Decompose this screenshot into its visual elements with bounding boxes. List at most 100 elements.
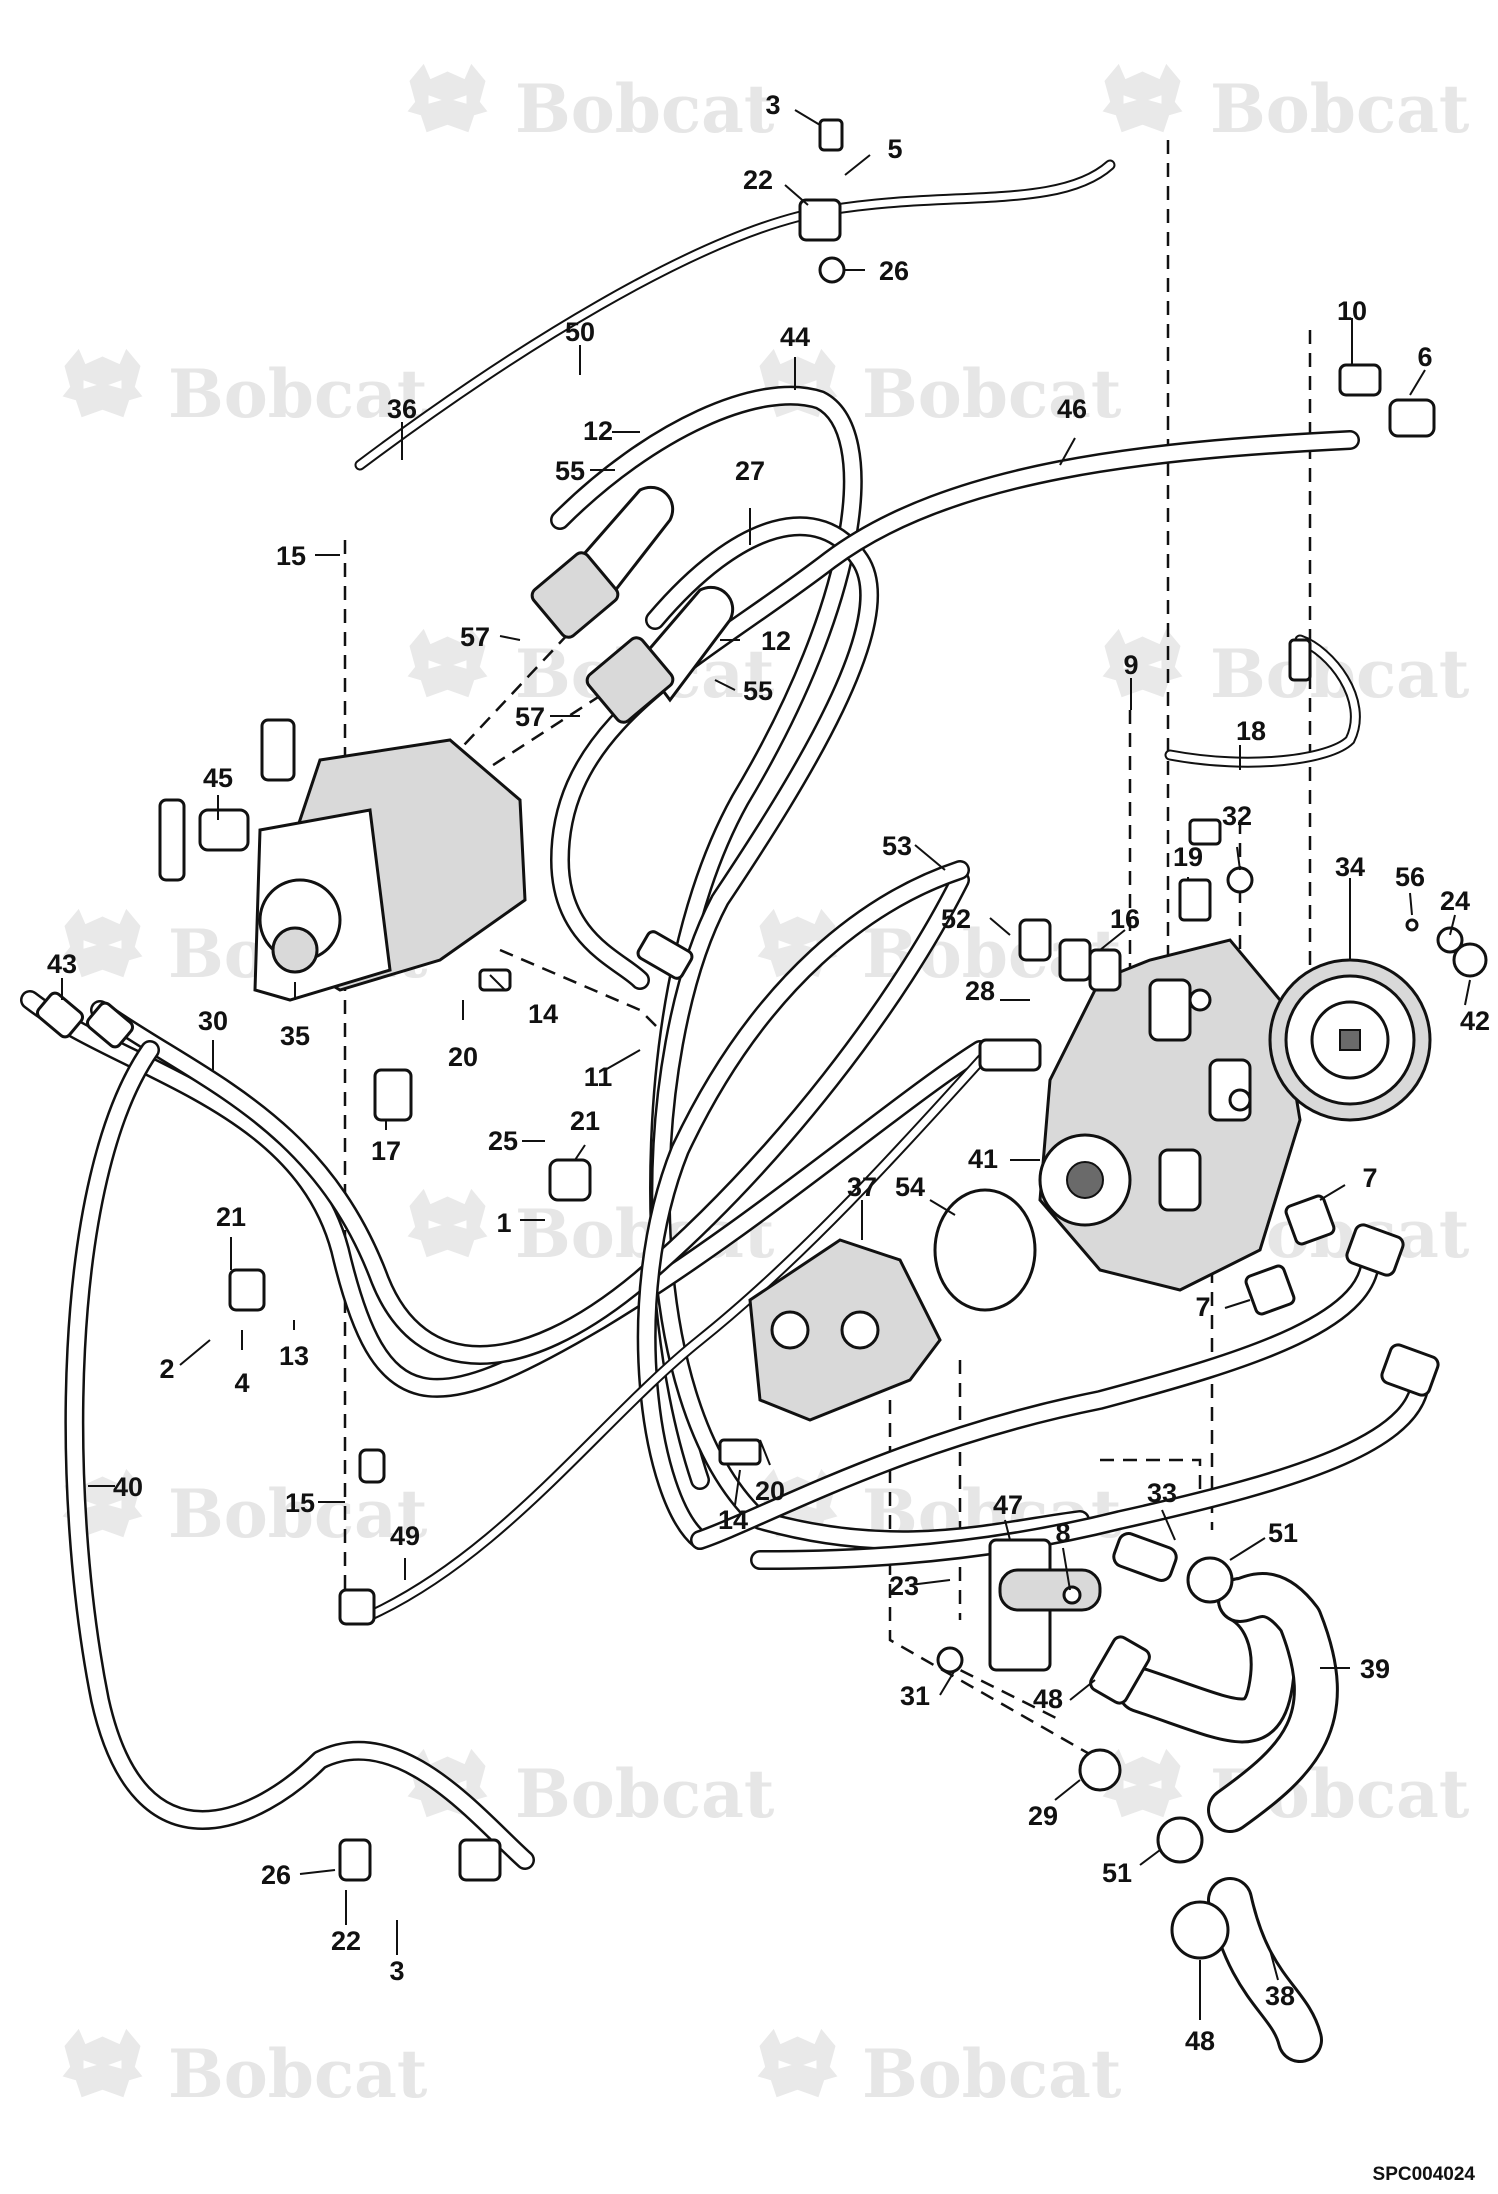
bobcat-watermark-logo (1102, 628, 1183, 698)
callout-label: 14 (718, 1505, 748, 1535)
callout-label: 33 (1147, 1478, 1177, 1508)
bobcat-watermark-logo (407, 63, 488, 133)
fittings-7 (1244, 1194, 1440, 1397)
callout-label: 15 (285, 1488, 315, 1518)
callout-label: 9 (1123, 650, 1138, 680)
suction-bracket-47 (988, 1538, 1102, 1672)
callout-label: 55 (743, 676, 773, 706)
callout-label: 48 (1033, 1684, 1063, 1714)
callout-label: 51 (1102, 1858, 1132, 1888)
bobcat-watermark-logo (407, 1188, 488, 1258)
callout-label: 45 (203, 763, 233, 793)
callout-label: 10 (1337, 296, 1367, 326)
callout-label: 21 (216, 1202, 246, 1232)
callout-label: 34 (1335, 852, 1365, 882)
callout-label: 50 (565, 317, 595, 347)
callout-label: 57 (515, 702, 545, 732)
watermark-text: Bobcat (862, 355, 1122, 433)
small-hardware (35, 118, 1488, 1882)
callout-label: 56 (1395, 862, 1425, 892)
watermark-text: Bobcat (168, 1475, 428, 1553)
callout-label: 20 (448, 1042, 478, 1072)
callout-label: 27 (735, 456, 765, 486)
component-layer (35, 118, 1488, 1960)
callout-label: 54 (895, 1172, 925, 1202)
callout-label: 37 (847, 1172, 877, 1202)
callout-label: 46 (1057, 394, 1087, 424)
callout-label: 23 (889, 1571, 919, 1601)
callout-label: 6 (1417, 342, 1432, 372)
bobcat-watermark-logo (62, 348, 143, 418)
callout-label: 22 (331, 1926, 361, 1956)
callout-label: 16 (1110, 904, 1140, 934)
callout-layer: 3 5 22 26 50 44 10 6 36 12 55 27 46 15 5… (47, 90, 1490, 2056)
clamps (1078, 1532, 1234, 1960)
callout-label: 11 (584, 1062, 613, 1092)
callout-label: 43 (47, 949, 77, 979)
callout-label: 47 (993, 1490, 1023, 1520)
callout-label: 1 (496, 1208, 511, 1238)
callout-label: 3 (389, 1956, 404, 1986)
callout-label: 40 (113, 1472, 143, 1502)
callout-label: 3 (765, 90, 780, 120)
hose-layer (20, 159, 1431, 2063)
callout-label: 24 (1440, 886, 1470, 916)
callout-label: 25 (488, 1126, 518, 1156)
callout-label: 44 (780, 322, 810, 352)
callout-label: 42 (1460, 1006, 1490, 1036)
callout-label: 31 (900, 1681, 930, 1711)
watermark-text: Bobcat (515, 70, 775, 148)
hydraulic-motor-35 (158, 718, 527, 1002)
watermark-text: Bobcat (515, 1755, 775, 1833)
bobcat-watermark-logo (62, 2028, 143, 2098)
callout-label: 53 (882, 831, 912, 861)
callout-label: 49 (390, 1521, 420, 1551)
callout-label: 32 (1222, 801, 1252, 831)
callout-label: 41 (968, 1144, 998, 1174)
callout-label: 26 (261, 1860, 291, 1890)
callout-label: 17 (371, 1136, 401, 1166)
filter-cartridges (530, 485, 735, 724)
leader-lines (61, 109, 1471, 2020)
callout-label: 22 (743, 165, 773, 195)
callout-label: 14 (528, 999, 558, 1029)
callout-label: 2 (159, 1354, 174, 1384)
bobcat-watermark-logo (1102, 63, 1183, 133)
callout-label: 57 (460, 622, 490, 652)
image-code: SPC004024 (1373, 2164, 1476, 2185)
callout-label: 7 (1195, 1292, 1210, 1322)
bobcat-watermark-logo (757, 2028, 838, 2098)
callout-label: 55 (555, 456, 585, 486)
pulley-34 (1268, 958, 1432, 1122)
callout-label: 7 (1362, 1163, 1377, 1193)
callout-label: 4 (234, 1368, 249, 1398)
callout-label: 18 (1236, 716, 1266, 746)
watermark-text: Bobcat (862, 2035, 1122, 2113)
callout-label: 15 (276, 541, 306, 571)
callout-label: 35 (280, 1021, 310, 1051)
control-valve-41 (1038, 938, 1302, 1292)
callout-label: 36 (387, 394, 417, 424)
callout-label: 13 (279, 1341, 309, 1371)
callout-label: 30 (198, 1006, 228, 1036)
watermark-text: Bobcat (168, 2035, 428, 2113)
watermark-text: Bobcat (168, 355, 428, 433)
callout-label: 26 (879, 256, 909, 286)
callout-label: 8 (1055, 1518, 1070, 1548)
callout-label: 21 (570, 1106, 600, 1136)
gear-pump-37 (748, 1238, 942, 1422)
callout-label: 51 (1268, 1518, 1298, 1548)
callout-label: 19 (1173, 842, 1203, 872)
callout-label: 12 (583, 416, 613, 446)
callout-label: 20 (755, 1476, 785, 1506)
callout-label: 28 (965, 976, 995, 1006)
callout-label: 48 (1185, 2026, 1215, 2056)
callout-label: 52 (941, 904, 971, 934)
watermark-text: Bobcat (1210, 70, 1470, 148)
o-ring-54 (933, 1188, 1037, 1312)
callout-label: 12 (761, 626, 791, 656)
callout-label: 39 (1360, 1654, 1390, 1684)
callout-label: 29 (1028, 1801, 1058, 1831)
callout-label: 38 (1265, 1981, 1295, 2011)
